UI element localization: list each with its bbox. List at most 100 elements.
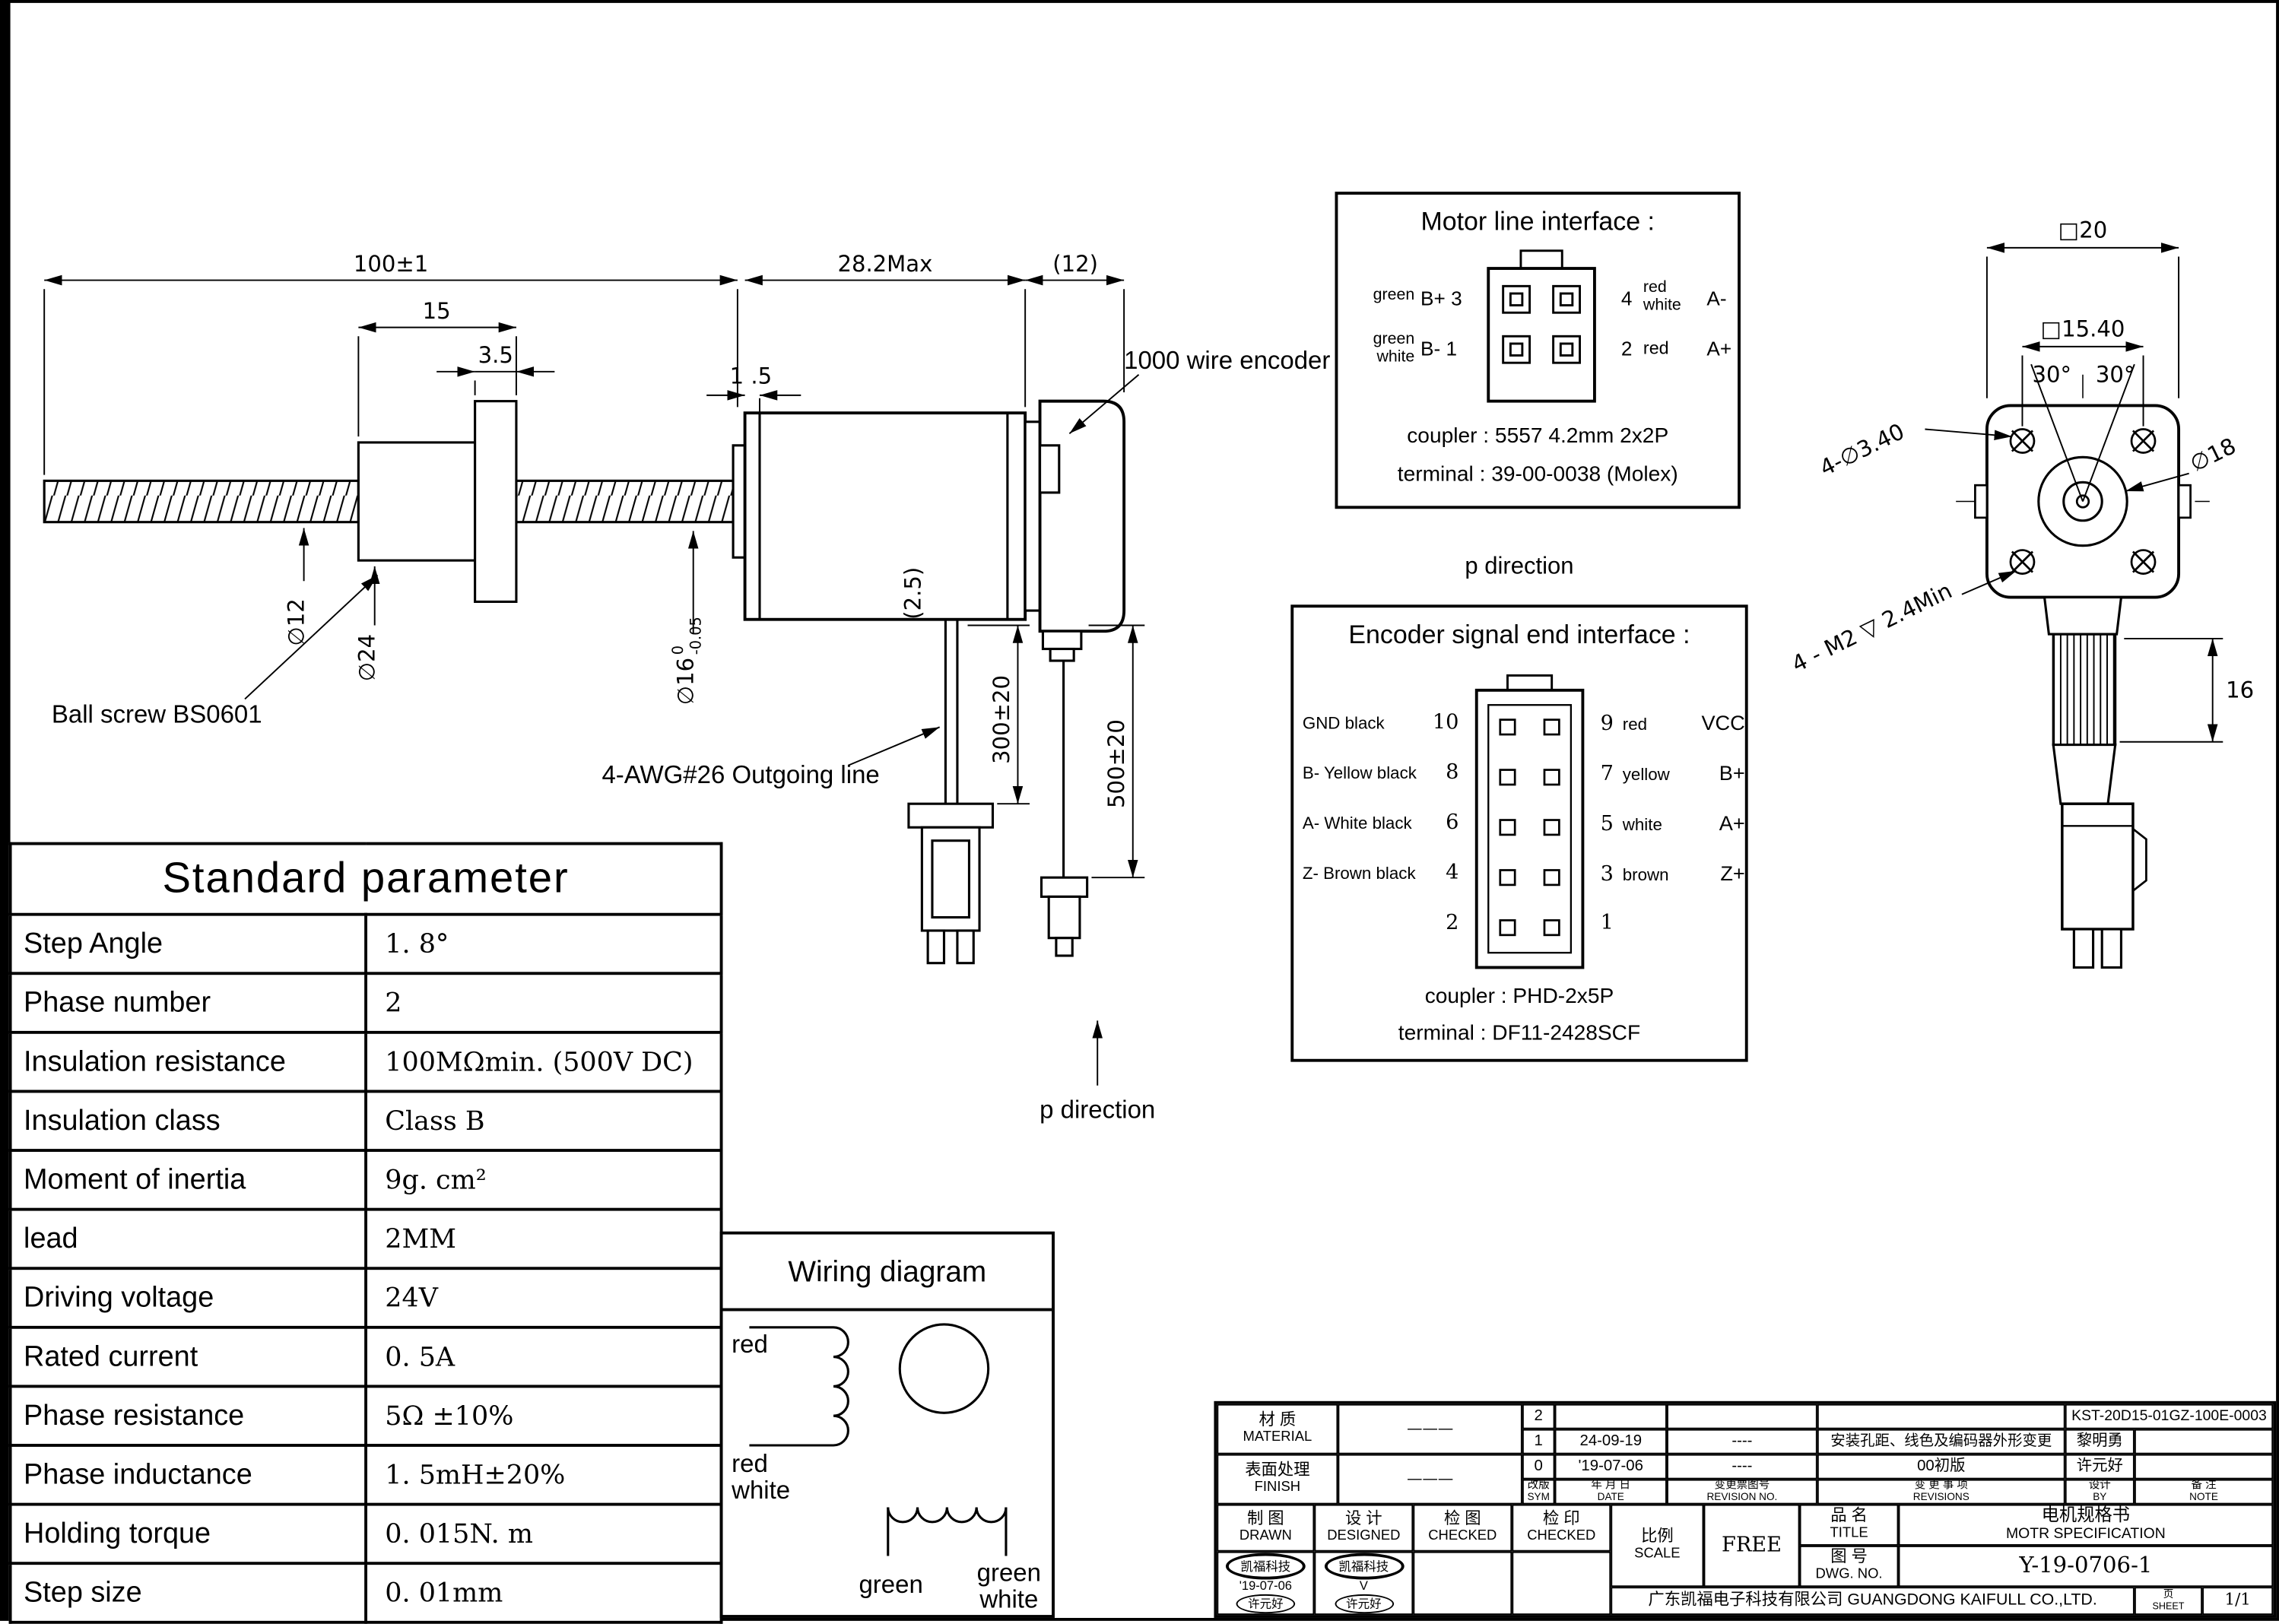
- wiring-diagram-panel: Wiring diagram: [719, 1231, 1055, 1618]
- ballscrew-leader-line: [244, 574, 379, 700]
- encoder-connector: [1040, 876, 1089, 898]
- dim-hole-pitch: □15.40: [2041, 316, 2125, 341]
- phase-a-coil: [833, 1326, 849, 1447]
- angle-30-right: 30°: [2096, 361, 2135, 387]
- param-value: 5Ω ±10%: [364, 1385, 723, 1447]
- motor-line-interface-title: Motor line interface :: [1420, 206, 1655, 236]
- param-value: 0. 015N. m: [364, 1502, 723, 1565]
- wiring-diagram-drawing: [749, 1323, 1008, 1556]
- sheet-value: 1/1: [2202, 1587, 2274, 1616]
- param-label: Rated current: [8, 1325, 368, 1388]
- pin4-signal: A-: [1706, 287, 1727, 310]
- rev-change-2: [1817, 1404, 2065, 1429]
- scale-value: FREE: [1703, 1504, 1800, 1588]
- rev-sym-2: 2: [1522, 1404, 1555, 1429]
- motor-body: [743, 411, 1027, 621]
- pin3-wire-color: green: [1373, 286, 1415, 304]
- rev-note-0: [2134, 1454, 2274, 1480]
- param-label: lead: [8, 1207, 368, 1270]
- encoder-coupler-spec: coupler : PHD-2x5P: [1424, 985, 1614, 1009]
- dim-tapped-holes: 4 - M2 ▽ 2.4Min: [1788, 578, 1956, 677]
- rev-date-1: 24-09-19: [1554, 1429, 1667, 1454]
- param-label: Step size: [8, 1562, 368, 1624]
- dim-16: 16: [2226, 677, 2254, 703]
- pin1-signal: B- 1: [1420, 338, 1458, 360]
- dim-front-plate: 1 .5: [730, 363, 772, 389]
- ball-screw-motor-side-view: [43, 399, 1126, 965]
- dim-pilot-18: ∅18: [2186, 433, 2240, 477]
- dim-motor-length: 28.2Max: [837, 251, 932, 277]
- mounting-holes: [2009, 428, 2157, 575]
- rev-change-0: 00初版: [1817, 1454, 2065, 1480]
- front-view-connector: [2061, 802, 2135, 931]
- dim-encoder-wire-length: 500±20: [1103, 719, 1129, 808]
- outgoing-line-label: 4-AWG#26 Outgoing line: [601, 760, 879, 788]
- param-label: Holding torque: [8, 1502, 368, 1565]
- dim-pilot-diameter: ∅16 0 -0.05: [669, 617, 704, 705]
- lead-green-white-label-2: white: [979, 1584, 1038, 1613]
- drawn-stamp: 凯福科技 '19-07-06 许元好: [1217, 1551, 1315, 1616]
- rev-no-0: ----: [1666, 1454, 1817, 1480]
- outgoing-leader-line: [848, 726, 941, 766]
- param-value: 2MM: [364, 1207, 723, 1270]
- svg-text:∅16: ∅16: [673, 658, 699, 705]
- param-value: 0. 5A: [364, 1325, 723, 1388]
- pilot-circle: [2037, 455, 2128, 547]
- dim-nut-diameter: ∅24: [354, 634, 380, 681]
- svg-text:-0.05: -0.05: [687, 617, 704, 655]
- pin3-signal: B+ 3: [1420, 287, 1462, 310]
- rev-by-0: 许元好: [2065, 1454, 2135, 1480]
- dim-motor-wire-length: 300±20: [989, 675, 1014, 764]
- ballscrew-label: Ball screw BS0601: [52, 700, 262, 728]
- side-view-labels: 100±1 15 3.5 28.2Max (12) 1 .5 ∅12 ∅24 ∅…: [52, 251, 1331, 1123]
- nut-flange: [474, 400, 518, 603]
- lead-green-white-label-1: green: [977, 1558, 1041, 1586]
- param-value: 1. 5mH±20%: [364, 1444, 723, 1506]
- param-label: Insulation class: [8, 1090, 368, 1152]
- wiring-diagram-title: Wiring diagram: [722, 1235, 1052, 1312]
- rev-sym-1: 1: [1522, 1429, 1555, 1454]
- parameter-table-title: Standard parameter: [8, 842, 723, 916]
- encoder-terminal-spec: terminal : DF11-2428SCF: [1398, 1022, 1641, 1046]
- dim-nut-length: 15: [423, 298, 451, 324]
- dim-screw-diameter: ∅12: [284, 598, 309, 645]
- p-direction-label-top: p direction: [1465, 554, 1574, 580]
- encoder-housing: [1038, 399, 1126, 633]
- motor-connector: [907, 802, 995, 829]
- param-value: 1. 8°: [364, 912, 723, 975]
- dim-square-20: □20: [2058, 217, 2107, 243]
- front-view-dimensions: [1925, 243, 2223, 743]
- rotor-circle: [898, 1323, 990, 1414]
- rev-note-1: [2134, 1429, 2274, 1454]
- check-drawing-stamp: [1413, 1551, 1512, 1616]
